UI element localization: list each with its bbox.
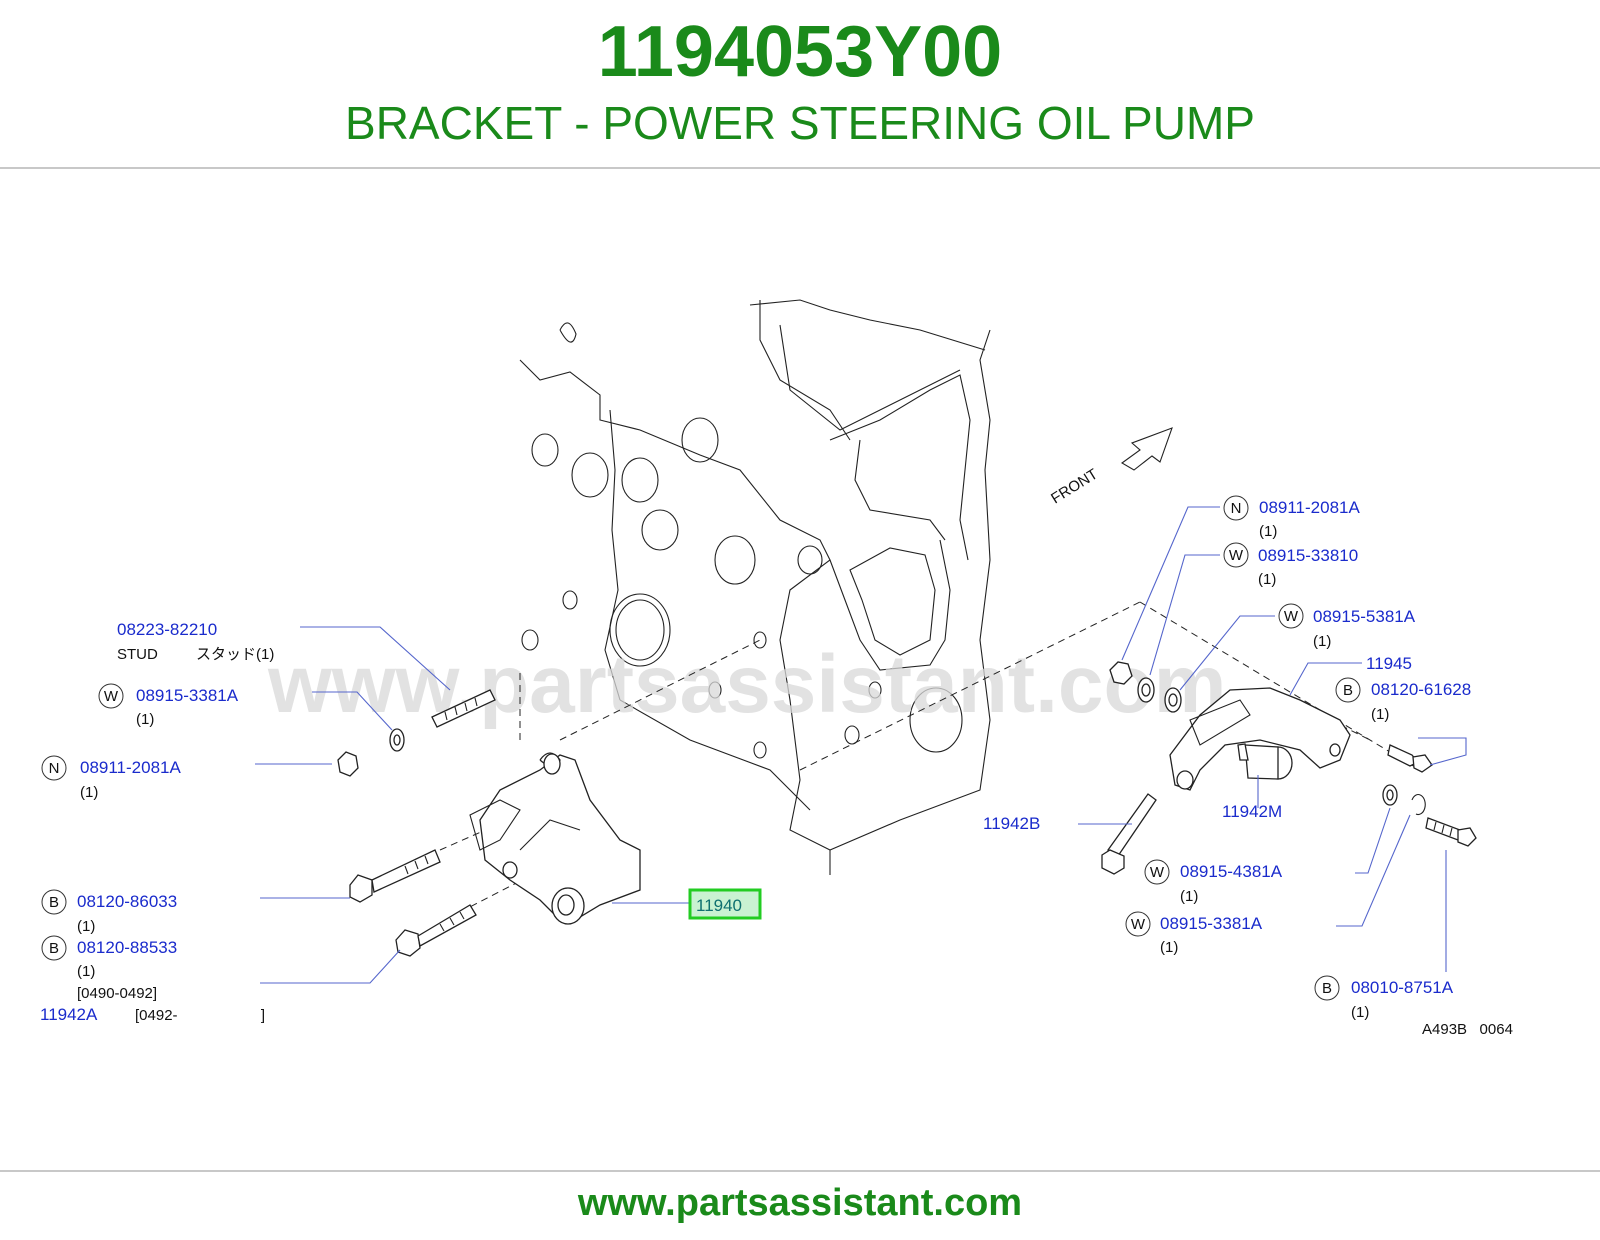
watermark-text: www.partsassistant.com bbox=[267, 639, 1227, 730]
washer-badge-icon: W bbox=[1278, 603, 1304, 629]
nut-right-qty: (1) bbox=[1259, 523, 1277, 540]
nut-left-part-link[interactable]: 08911-2081A bbox=[80, 758, 181, 777]
footer-divider bbox=[0, 1170, 1600, 1172]
svg-text:B: B bbox=[49, 894, 59, 911]
bolt-badge-icon: B bbox=[41, 889, 67, 915]
nut-left-drawing bbox=[337, 751, 359, 777]
washer-left-drawing bbox=[389, 728, 405, 752]
bolt-88533-date-range: [0490-0492] bbox=[77, 985, 157, 1002]
bolt-8751a-part-link[interactable]: 08010-8751A bbox=[1351, 978, 1454, 997]
bolt-badge-icon: B bbox=[1335, 677, 1361, 703]
washer-5381a-part-link[interactable]: 08915-5381A bbox=[1313, 607, 1416, 626]
header-divider bbox=[0, 167, 1600, 169]
washer-4381a-part-link[interactable]: 08915-4381A bbox=[1180, 862, 1283, 881]
footer-site-link[interactable]: www.partsassistant.com bbox=[577, 1182, 1023, 1224]
washer-left-part-link[interactable]: 08915-3381A bbox=[136, 686, 239, 705]
engine-block-drawing bbox=[519, 299, 991, 875]
stud-japanese-label: スタッド(1) bbox=[196, 646, 274, 663]
front-label: FRONT bbox=[1048, 466, 1101, 508]
bracket-11945-drawing bbox=[1169, 687, 1351, 791]
bolt-86033-part-link[interactable]: 08120-86033 bbox=[77, 892, 177, 911]
washer-badge-icon: W bbox=[1223, 542, 1249, 568]
stud-label: STUD bbox=[117, 646, 158, 663]
svg-text:W: W bbox=[1284, 608, 1299, 625]
front-arrow-icon bbox=[1120, 427, 1173, 471]
part-description: BRACKET - POWER STEERING OIL PUMP bbox=[345, 97, 1255, 149]
bolt-8751a-qty: (1) bbox=[1351, 1004, 1369, 1021]
highlight-box-11940 bbox=[688, 888, 762, 920]
bolt-11942b-drawing bbox=[1101, 793, 1157, 875]
washer-3381a-right-part-link[interactable]: 08915-3381A bbox=[1160, 914, 1263, 933]
nut-right-part-link[interactable]: 08911-2081A bbox=[1259, 498, 1360, 517]
bolt-61628-qty: (1) bbox=[1371, 706, 1389, 723]
badge-icons: W N B B N W W B W W B bbox=[41, 495, 1361, 1001]
svg-text:N: N bbox=[49, 760, 60, 777]
washer-33810-qty: (1) bbox=[1258, 571, 1276, 588]
bolt-badge-icon: B bbox=[41, 935, 67, 961]
svg-text:B: B bbox=[1343, 682, 1353, 699]
washer-5381a-qty: (1) bbox=[1313, 633, 1331, 650]
washer-4381a-qty: (1) bbox=[1180, 888, 1198, 905]
part-11945-link[interactable]: 11945 bbox=[1366, 654, 1412, 673]
bolt-88533-part-link[interactable]: 08120-88533 bbox=[77, 938, 177, 957]
bracket-11940-drawing bbox=[469, 752, 641, 925]
svg-text:W: W bbox=[104, 688, 119, 705]
washer-badge-icon: W bbox=[1125, 911, 1151, 937]
svg-text:B: B bbox=[49, 940, 59, 957]
svg-text:W: W bbox=[1150, 864, 1165, 881]
leader-lines bbox=[255, 506, 1467, 984]
diagram-reference-code: A493B 0064 bbox=[1422, 1021, 1513, 1038]
part-11940-link[interactable]: 11940 bbox=[696, 896, 742, 915]
stud-part-link[interactable]: 08223-82210 bbox=[117, 620, 217, 639]
washer-badge-icon: W bbox=[1144, 859, 1170, 885]
svg-text:B: B bbox=[1322, 980, 1332, 997]
bolt-86033-qty: (1) bbox=[77, 918, 95, 935]
washer-badge-icon: W bbox=[98, 683, 124, 709]
nut-badge-icon: N bbox=[1223, 495, 1249, 521]
part-11942a-link[interactable]: 11942A bbox=[40, 1005, 98, 1024]
bolt-88533-qty: (1) bbox=[77, 963, 95, 980]
nut-left-qty: (1) bbox=[80, 784, 98, 801]
bolt-61628-part-link[interactable]: 08120-61628 bbox=[1371, 680, 1471, 699]
part-11942b-link[interactable]: 11942B bbox=[983, 814, 1040, 833]
svg-text:W: W bbox=[1131, 916, 1146, 933]
bolt-08120-88533-drawing bbox=[395, 904, 477, 957]
stud-08223-82210-drawing bbox=[431, 689, 496, 728]
nut-right-drawing bbox=[1109, 661, 1133, 685]
svg-text:N: N bbox=[1231, 500, 1242, 517]
svg-text:W: W bbox=[1229, 547, 1244, 564]
part-11942a-date-range: [0492- ] bbox=[135, 1007, 265, 1024]
bolt-08120-86033-drawing bbox=[349, 849, 441, 903]
washer-left-qty: (1) bbox=[136, 711, 154, 728]
part-number-title: 1194053Y00 bbox=[597, 12, 1003, 92]
washers-right-drawing bbox=[1137, 677, 1426, 816]
nut-badge-icon: N bbox=[41, 755, 67, 781]
washer-33810-part-link[interactable]: 08915-33810 bbox=[1258, 546, 1358, 565]
bolt-badge-icon: B bbox=[1314, 975, 1340, 1001]
bolt-08120-61628-drawing bbox=[1387, 744, 1433, 773]
part-11942m-link[interactable]: 11942M bbox=[1222, 802, 1282, 821]
washer-3381a-right-qty: (1) bbox=[1160, 939, 1178, 956]
bolt-08010-8751a-drawing bbox=[1425, 817, 1477, 847]
pivot-11942m-drawing bbox=[1237, 743, 1293, 780]
